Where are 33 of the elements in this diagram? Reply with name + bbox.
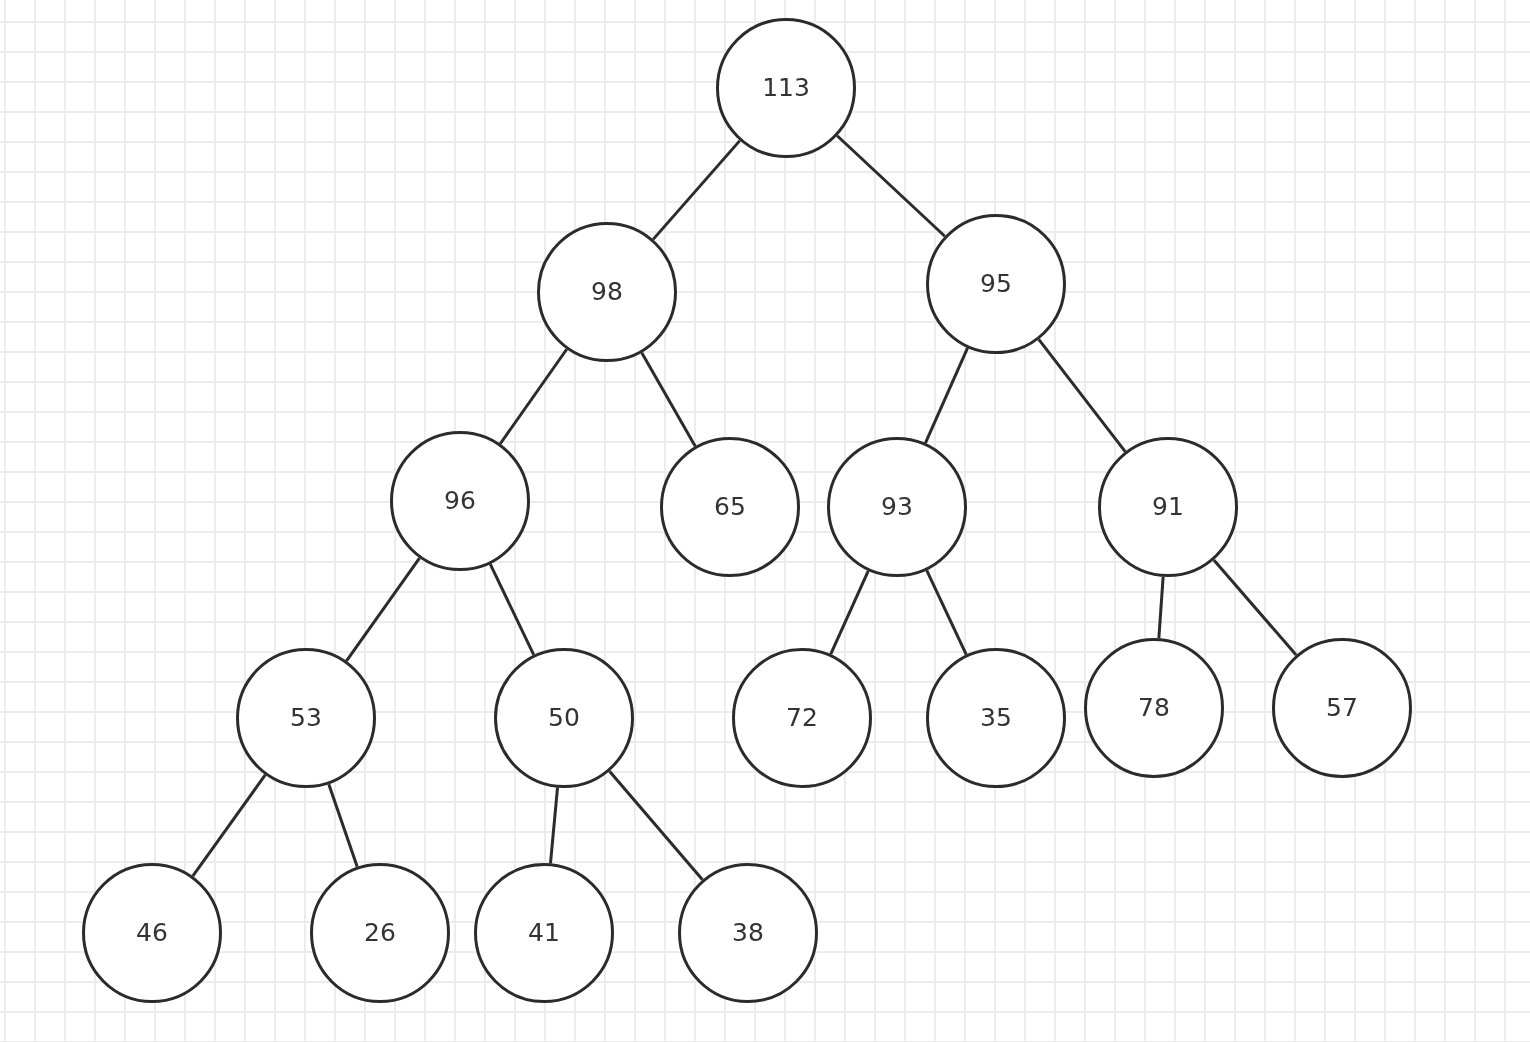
tree-edge [925, 569, 968, 656]
node-value: 38 [732, 918, 764, 948]
node-value: 78 [1138, 693, 1170, 723]
tree-edge [924, 347, 969, 444]
node-value: 91 [1152, 492, 1184, 522]
tree-edge [652, 139, 741, 241]
node-value: 53 [290, 703, 322, 733]
node-value: 72 [786, 703, 818, 733]
tree-edge [327, 783, 359, 868]
node-value: 35 [980, 703, 1012, 733]
tree-edge [836, 134, 946, 238]
node-value: 95 [980, 269, 1012, 299]
tree-edge [608, 770, 704, 881]
tree-edge [549, 787, 559, 864]
node-value: 93 [881, 492, 913, 522]
node-value: 57 [1326, 693, 1358, 723]
tree-edge [1037, 338, 1127, 453]
tree-edge [640, 352, 697, 447]
node-value: 98 [591, 277, 623, 307]
node-value: 26 [364, 918, 396, 948]
node-value: 96 [444, 486, 476, 516]
tree-edge [345, 557, 421, 662]
tree-edge [499, 348, 568, 445]
tree-edge [191, 774, 267, 877]
tree-edge [488, 563, 536, 656]
tree-edge [1157, 576, 1165, 639]
node-value: 46 [136, 918, 168, 948]
tree-edge [829, 570, 870, 655]
node-value: 50 [548, 703, 580, 733]
node-value: 65 [714, 492, 746, 522]
node-value: 41 [528, 918, 560, 948]
node-value: 113 [762, 73, 810, 103]
tree-edge [1212, 558, 1298, 657]
